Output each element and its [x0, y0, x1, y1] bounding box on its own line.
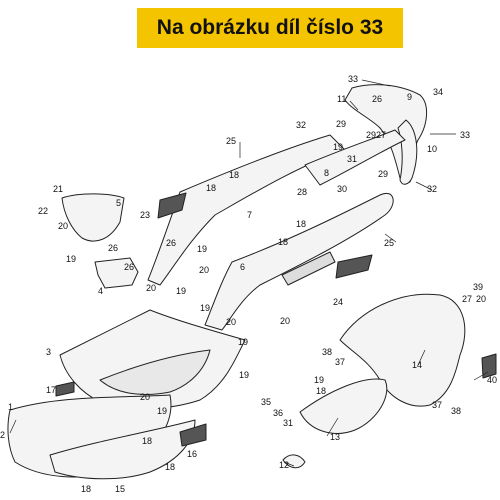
callout-1: 1	[8, 402, 13, 412]
rear-tail-part	[397, 119, 418, 185]
callout-18: 18	[81, 484, 91, 494]
callout-26: 26	[166, 238, 176, 248]
callout-26: 26	[124, 262, 134, 272]
side-rail-right-part	[304, 129, 406, 186]
callout-31: 31	[347, 154, 357, 164]
callout-19: 19	[176, 286, 186, 296]
callout-20: 20	[146, 283, 156, 293]
callout-20: 20	[476, 294, 486, 304]
callout-20: 20	[226, 317, 236, 327]
callout-20: 20	[280, 316, 290, 326]
callout-18: 18	[296, 219, 306, 229]
callout-30: 30	[337, 184, 347, 194]
callout-38: 38	[322, 347, 332, 357]
callout-35: 35	[261, 397, 271, 407]
callout-27: 27	[376, 130, 386, 140]
callout-40: 40	[487, 375, 497, 385]
side-vent-part	[281, 251, 336, 286]
callout-19: 19	[66, 254, 76, 264]
callout-37: 37	[335, 357, 345, 367]
callout-3: 3	[46, 347, 51, 357]
callout-28: 28	[297, 187, 307, 197]
floor-mat-part	[99, 349, 211, 395]
hatch-strip-24	[335, 254, 373, 279]
callout-14: 14	[412, 360, 422, 370]
callout-33: 33	[348, 74, 358, 84]
lens-part	[282, 454, 306, 469]
callout-20: 20	[58, 221, 68, 231]
callout-27: 27	[462, 294, 472, 304]
callout-25: 25	[384, 238, 394, 248]
callout-39: 39	[473, 282, 483, 292]
front-bracket-part	[61, 193, 125, 242]
callout-4: 4	[98, 286, 103, 296]
callout-37: 37	[432, 400, 442, 410]
callout-29: 29	[336, 119, 346, 129]
footboard-side-part	[204, 192, 394, 331]
banner-title: Na obrázku díl číslo 33	[156, 16, 384, 39]
callout-18: 18	[165, 462, 175, 472]
callout-26: 26	[372, 94, 382, 104]
hatch-strip-40	[481, 353, 497, 379]
callout-33: 33	[460, 130, 470, 140]
callout-32: 32	[427, 184, 437, 194]
callout-13: 13	[330, 432, 340, 442]
callout-36: 36	[273, 408, 283, 418]
hatch-strip-23	[157, 192, 187, 219]
callout-24: 24	[333, 297, 343, 307]
callout-18: 18	[278, 237, 288, 247]
callout-18: 18	[142, 436, 152, 446]
callout-11: 11	[337, 94, 346, 104]
callout-18: 18	[316, 386, 326, 396]
callout-5: 5	[116, 198, 121, 208]
callout-18: 18	[229, 170, 239, 180]
callout-19: 19	[238, 337, 248, 347]
callout-19: 19	[314, 375, 324, 385]
callout-25: 25	[226, 136, 236, 146]
callout-20: 20	[140, 392, 150, 402]
callout-8: 8	[324, 168, 329, 178]
callout-18: 18	[206, 183, 216, 193]
callout-6: 6	[240, 262, 245, 272]
callout-29: 29	[366, 130, 376, 140]
callout-31: 31	[283, 418, 293, 428]
callout-38: 38	[451, 406, 461, 416]
callout-21: 21	[53, 184, 63, 194]
callout-2: 2	[0, 430, 5, 440]
mount-bracket-part	[94, 257, 139, 289]
callout-19: 19	[200, 303, 210, 313]
callout-19: 19	[197, 244, 207, 254]
callout-23: 23	[140, 210, 150, 220]
callout-10: 10	[427, 144, 437, 154]
callout-19: 19	[333, 142, 343, 152]
callout-20: 20	[199, 265, 209, 275]
callout-32: 32	[296, 120, 306, 130]
hatch-strip-17	[55, 381, 75, 397]
side-rail-part	[147, 134, 346, 286]
small-cover-part	[299, 378, 388, 434]
callout-9: 9	[407, 92, 412, 102]
callout-19: 19	[157, 406, 167, 416]
callout-16: 16	[187, 449, 197, 459]
callout-22: 22	[38, 206, 48, 216]
callout-15: 15	[115, 484, 125, 494]
callout-26: 26	[108, 243, 118, 253]
title-banner: Na obrázku díl číslo 33	[137, 8, 403, 48]
callout-7: 7	[247, 210, 252, 220]
callout-29: 29	[378, 169, 388, 179]
callout-12: 12	[279, 460, 289, 470]
callout-19: 19	[239, 370, 249, 380]
callout-17: 17	[46, 385, 56, 395]
hatch-strip-16	[179, 423, 207, 447]
callout-34: 34	[433, 87, 443, 97]
